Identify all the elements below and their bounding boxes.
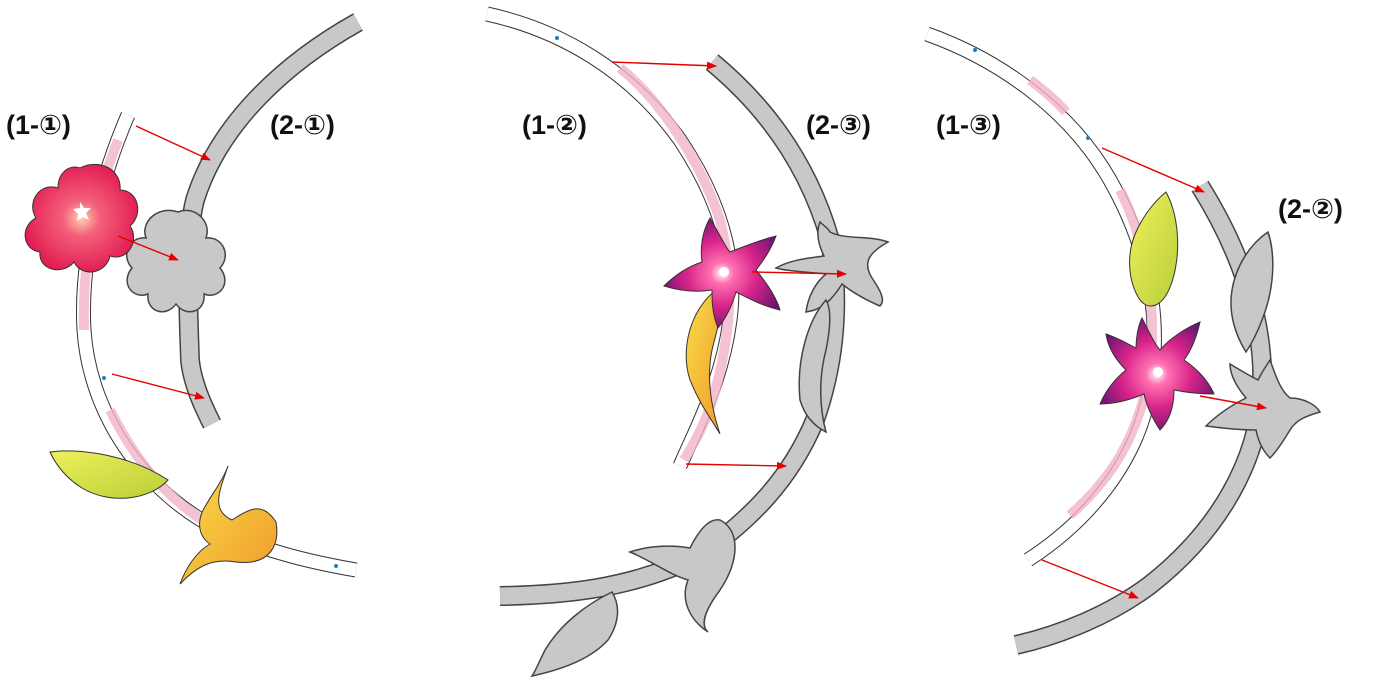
purple-lily-2 <box>1099 316 1215 431</box>
frame-leaf-outline <box>798 298 831 434</box>
arrow <box>1101 147 1205 193</box>
purple-lily <box>663 217 781 329</box>
arrow <box>1199 395 1267 411</box>
frame-flower-outline <box>126 209 226 313</box>
arrow <box>685 461 787 470</box>
label-strip-1-3: (1-③) <box>936 110 1001 140</box>
label-strip-1-1: (1-①) <box>6 110 71 140</box>
arrows-set-2 <box>611 61 847 470</box>
frame-lily-outline <box>774 220 890 313</box>
arrows-set-1 <box>111 125 211 400</box>
arrow <box>611 61 717 70</box>
red-flower <box>24 163 139 273</box>
label-frame-2-2: (2-②) <box>1278 194 1343 224</box>
arrow <box>111 373 205 400</box>
strip-1-2 <box>485 6 740 469</box>
yellow-leaf <box>49 450 169 499</box>
orange-leaf <box>685 289 722 435</box>
arrows-set-3 <box>1041 147 1267 599</box>
label-frame-2-3: (2-③) <box>806 110 871 140</box>
frame-2-3 <box>499 54 890 678</box>
label-frame-2-1: (2-①) <box>270 110 335 140</box>
frame-bud-outline <box>1230 230 1274 354</box>
frame-2-1 <box>126 13 363 429</box>
arrow <box>135 125 211 161</box>
strip-1-1 <box>76 112 358 578</box>
orange-tulip <box>179 465 278 585</box>
frame-lily-outline-2 <box>1204 358 1322 460</box>
label-strip-1-2: (1-②) <box>522 110 587 140</box>
yellow-bud-leaf <box>1129 191 1179 307</box>
arrow <box>751 269 847 278</box>
arrow <box>117 235 179 261</box>
arrow <box>1041 559 1139 599</box>
frame-tulip-outline <box>530 519 736 678</box>
